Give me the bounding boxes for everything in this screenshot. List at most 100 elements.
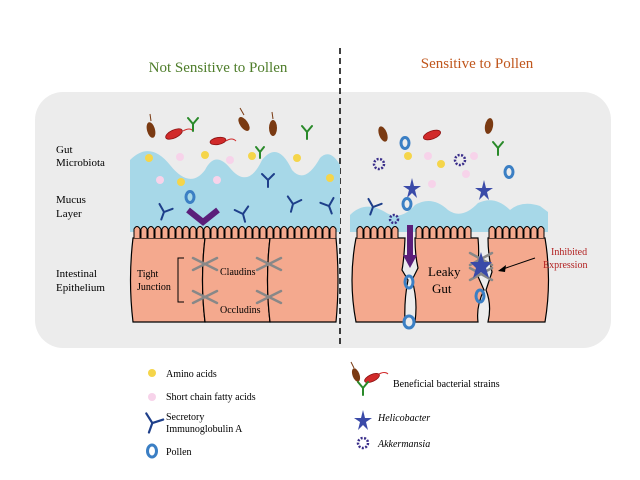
microvillus (391, 226, 399, 238)
microvillus (464, 226, 472, 238)
microvillus (530, 226, 538, 238)
microvillus (537, 226, 545, 238)
legend-scfa: Short chain fatty acids (166, 392, 256, 403)
microvillus (370, 226, 378, 238)
title-not-sensitive: Not Sensitive to Pollen (149, 60, 288, 76)
label-gut-microbiota: Gut Microbiota (56, 144, 105, 169)
pollen-icon (146, 443, 158, 459)
occludins-label: Occludins (220, 305, 261, 316)
microvillus (182, 226, 190, 238)
microvillus (231, 226, 239, 238)
microvillus (154, 226, 162, 238)
microvillus (294, 226, 302, 238)
microvillus (203, 226, 211, 238)
purple-arrow-left (186, 207, 220, 226)
legend-helicobacter: Helicobacter (377, 413, 430, 424)
microvillus (457, 226, 465, 238)
microvillus (509, 226, 517, 238)
microvillus (224, 226, 232, 238)
tight-junction-occludins-2 (255, 289, 283, 305)
microvillus (516, 226, 524, 238)
legend-iga: Secretory Immunoglobulin A (166, 412, 243, 435)
tight-junction-inhibited-2 (468, 266, 494, 282)
mucus-layer-left (130, 151, 340, 232)
microvillus (196, 226, 204, 238)
microbiota-left (145, 107, 335, 223)
mucus-layer-right (350, 200, 548, 232)
microvillus (133, 226, 141, 238)
tight-junction-occludins-1 (191, 289, 219, 305)
cell-left-3 (266, 237, 339, 323)
microvillus (287, 226, 295, 238)
tight-junction-claudins-2 (255, 256, 283, 272)
microvillus (259, 226, 267, 238)
microvillus (415, 226, 423, 238)
microvillus (217, 226, 225, 238)
microvillus (210, 226, 218, 238)
microvillus (502, 226, 510, 238)
microvillus (147, 226, 155, 238)
legend-beneficial-bacteria: Beneficial bacterial strains (393, 379, 500, 390)
inhibited-expression-label: Inhibited Expression (543, 247, 590, 271)
scfa-dot (148, 393, 156, 401)
epithelium-left (129, 226, 339, 323)
microvillus (363, 226, 371, 238)
leaky-gut-label: Leaky Gut (428, 264, 464, 296)
microvillus (301, 226, 309, 238)
claudins-label: Claudins (220, 267, 256, 278)
microvillus (488, 226, 496, 238)
microvillus (273, 226, 281, 238)
microvillus (168, 226, 176, 238)
amino-acid-dot (148, 369, 156, 377)
cell-left-1 (129, 237, 206, 323)
microvillus (238, 226, 246, 238)
epithelium-right (351, 226, 550, 323)
microvillus (436, 226, 444, 238)
microvillus (422, 226, 430, 238)
label-intestinal-epithelium: Intestinal Epithelium (56, 268, 105, 294)
helicobacter-icon (354, 410, 372, 430)
cell-right-3 (485, 237, 550, 323)
microvillus (322, 226, 330, 238)
legend-left: Amino acids Short chain fatty acids Secr… (145, 369, 256, 459)
tight-junction-claudins-1 (191, 256, 219, 272)
inhibited-arrow (499, 257, 536, 271)
microvillus (189, 226, 197, 238)
microvillus (308, 226, 316, 238)
iga-icon (145, 412, 165, 434)
microvillus (450, 226, 458, 238)
microvillus (161, 226, 169, 238)
legend-pollen: Pollen (166, 447, 192, 458)
microvillus (266, 226, 274, 238)
microvillus (495, 226, 503, 238)
microvillus (384, 226, 392, 238)
microvillus (140, 226, 148, 238)
cell-right-1 (351, 237, 409, 323)
label-mucus-layer: Mucus Layer (56, 194, 89, 220)
legend-amino-acids: Amino acids (166, 369, 217, 380)
title-sensitive: Sensitive to Pollen (421, 56, 534, 72)
microvillus (252, 226, 260, 238)
tight-junction-label: Tight Junction (137, 269, 171, 293)
microvillus (356, 226, 364, 238)
microvillus (315, 226, 323, 238)
legend-akkermansia: Akkermansia (377, 439, 430, 450)
microvillus (523, 226, 531, 238)
microbiota-right (367, 118, 515, 225)
akkermansia-icon (356, 436, 370, 450)
microvillus (175, 226, 183, 238)
purple-arrow-right (403, 225, 417, 268)
microvillus (443, 226, 451, 238)
microvillus (377, 226, 385, 238)
bacteria-icon (350, 361, 389, 396)
inhibited-arrowhead (498, 265, 506, 272)
helicobacter-at-junction (470, 252, 492, 278)
pollen-leaking (402, 274, 486, 330)
tight-junction-bracket (177, 257, 184, 303)
villi-row-left (133, 226, 337, 238)
microvillus (329, 226, 337, 238)
microvillus (280, 226, 288, 238)
microvillus (245, 226, 253, 238)
microvillus (429, 226, 437, 238)
